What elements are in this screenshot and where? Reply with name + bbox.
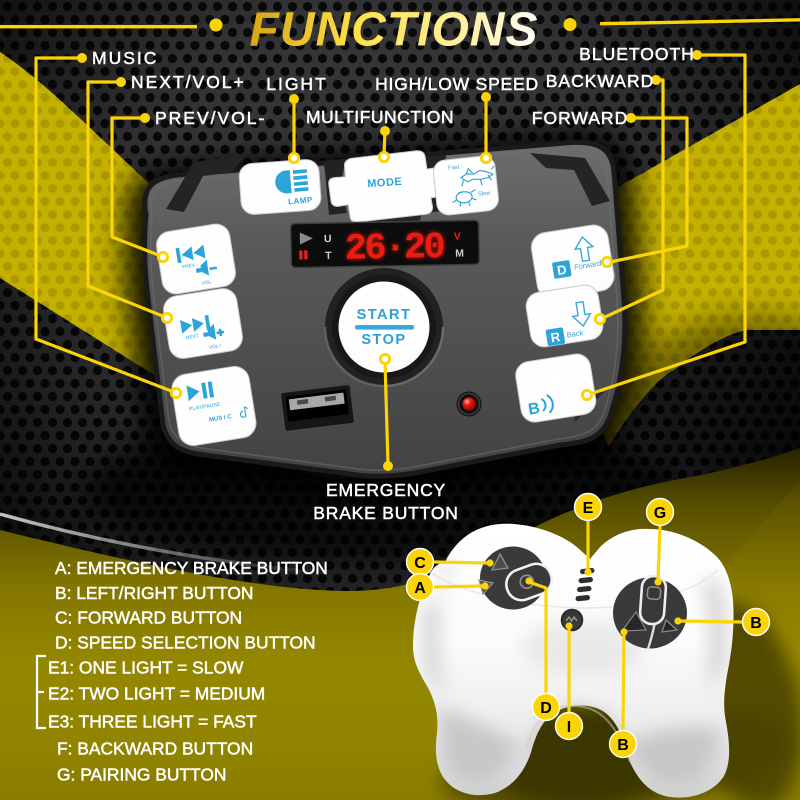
- svg-text:26·20: 26·20: [344, 227, 445, 271]
- svg-text:FUNCTIONS: FUNCTIONS: [250, 4, 539, 57]
- svg-text:BLUETOOTH: BLUETOOTH: [579, 44, 695, 64]
- svg-text:D: D: [540, 700, 552, 717]
- svg-text:VOL+: VOL+: [208, 343, 221, 351]
- svg-text:M: M: [455, 248, 464, 260]
- svg-text:D: D: [556, 262, 568, 278]
- svg-text:PREV: PREV: [182, 262, 197, 270]
- svg-text:EMERGENCY: EMERGENCY: [326, 480, 446, 500]
- svg-text:Slow: Slow: [478, 190, 492, 197]
- svg-text:A: EMERGENCY BRAKE BUTTON: A: EMERGENCY BRAKE BUTTON: [55, 558, 328, 578]
- svg-text:MULTIFUNCTION: MULTIFUNCTION: [306, 107, 454, 127]
- svg-text:NEXT: NEXT: [186, 333, 200, 341]
- svg-text:MODE: MODE: [367, 176, 403, 190]
- svg-text:NEXT/VOL+: NEXT/VOL+: [131, 72, 246, 92]
- svg-text:MUSIC: MUSIC: [92, 48, 158, 68]
- svg-text:E3: THREE LIGHT = FAST: E3: THREE LIGHT = FAST: [48, 712, 257, 732]
- svg-text:U: U: [324, 233, 332, 245]
- svg-text:E: E: [583, 500, 594, 517]
- svg-text:B: B: [527, 400, 541, 419]
- svg-text:B: LEFT/RIGHT BUTTON: B: LEFT/RIGHT BUTTON: [55, 583, 253, 603]
- svg-text:D: SPEED SELECTION BUTTON: D: SPEED SELECTION BUTTON: [55, 633, 316, 653]
- svg-text:G: G: [654, 505, 666, 522]
- svg-text:F: BACKWARD BUTTON: F: BACKWARD BUTTON: [57, 739, 253, 759]
- svg-text:STOP: STOP: [361, 332, 406, 348]
- svg-text:E2: TWO LIGHT = MEDIUM: E2: TWO LIGHT = MEDIUM: [48, 684, 265, 704]
- svg-text:BRAKE BUTTON: BRAKE BUTTON: [313, 503, 458, 523]
- svg-text:LAMP: LAMP: [288, 195, 314, 206]
- svg-text:G: PAIRING BUTTON: G: PAIRING BUTTON: [57, 765, 226, 785]
- svg-text:FORWARD: FORWARD: [532, 108, 628, 128]
- svg-text:T: T: [325, 250, 332, 262]
- svg-text:Back: Back: [566, 328, 584, 340]
- svg-text:Fast: Fast: [448, 165, 460, 172]
- svg-text:BACKWARD: BACKWARD: [546, 71, 654, 91]
- svg-text:B: B: [617, 737, 629, 754]
- svg-text:Forward: Forward: [573, 258, 602, 271]
- svg-text:PREV/VOL-: PREV/VOL-: [155, 108, 266, 128]
- svg-text:MUS I C: MUS I C: [209, 414, 233, 424]
- svg-text:E1: ONE LIGHT = SLOW: E1: ONE LIGHT = SLOW: [48, 658, 244, 678]
- svg-text:LIGHT: LIGHT: [266, 74, 328, 94]
- svg-text:HIGH/LOW SPEED: HIGH/LOW SPEED: [375, 74, 539, 94]
- svg-text:VOL-: VOL-: [201, 279, 213, 287]
- svg-text:C: FORWARD BUTTON: C: FORWARD BUTTON: [55, 608, 242, 628]
- svg-text:START: START: [357, 307, 412, 323]
- svg-text:B: B: [750, 615, 762, 632]
- svg-text:A: A: [414, 580, 426, 597]
- svg-text:I: I: [567, 719, 571, 736]
- svg-text:R: R: [550, 329, 562, 345]
- svg-text:C: C: [414, 555, 426, 572]
- svg-text:V: V: [454, 231, 461, 243]
- svg-text:PLAY/PAUSE: PLAY/PAUSE: [189, 402, 222, 413]
